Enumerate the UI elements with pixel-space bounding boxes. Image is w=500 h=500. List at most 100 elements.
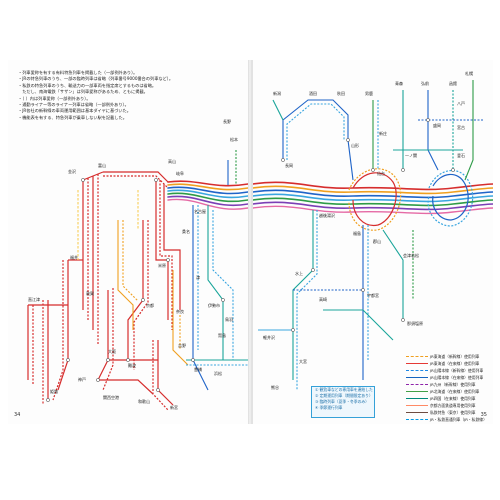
- legend-label: JR東海道（在来線）使用列車: [430, 360, 480, 366]
- station-label: 新潟: [273, 91, 281, 96]
- station-dots-right: [281, 118, 455, 332]
- south-teal-1: [382, 229, 404, 320]
- tohoku-lines: [272, 80, 483, 181]
- station-dot: [401, 318, 405, 322]
- tohoku-blue-3: [427, 90, 439, 171]
- station-label: 高崎: [319, 297, 327, 302]
- red-line-11: [127, 220, 144, 360]
- trunk-line-blue: [167, 186, 248, 195]
- station-label: 鳥羽: [225, 317, 233, 322]
- station-dot: [106, 358, 110, 362]
- station-label: 熊谷: [271, 385, 279, 390]
- legend-label: JR四国（在来線）使用列車: [430, 395, 476, 401]
- trunk-line-lightblue: [167, 189, 248, 199]
- station-dot: [371, 168, 375, 172]
- station-label: 福井: [70, 255, 78, 260]
- station-label: 富山: [98, 163, 106, 168]
- south-lightblue-2: [296, 210, 318, 390]
- red-line-18: [157, 340, 174, 406]
- trunk-lines-right: [253, 181, 493, 215]
- tohoku-green-2: [464, 80, 474, 181]
- station-dots-left: [46, 178, 225, 402]
- station-label: 敦賀: [86, 291, 94, 296]
- south-teal-2: [292, 210, 314, 380]
- legend-label: JR・2050年春～運行予定（JR東海新線）: [419, 424, 489, 425]
- station-dot: [291, 328, 295, 332]
- info-box: ① 観覧車などの専用車を連結した ② 定期運用列車（期間限定あり） ③ 臨時列車…: [311, 386, 375, 418]
- tohoku-teal-1: [272, 99, 284, 121]
- tohoku-blue-1: [282, 99, 349, 160]
- legend-row: JR東海道（新幹線）使用列車: [406, 353, 489, 360]
- station-label: 難波: [128, 363, 136, 368]
- station-dot: [346, 138, 350, 142]
- station-dot: [311, 268, 315, 272]
- tohoku-lightblue-1: [286, 103, 345, 160]
- station-label: 新庄: [379, 131, 387, 136]
- station-dot: [96, 378, 100, 382]
- orange-line-2: [122, 220, 139, 302]
- station-label: 金沢: [68, 169, 76, 174]
- trunk-line-red: [253, 181, 493, 191]
- station-label: 米原: [158, 263, 166, 268]
- legend-swatch: [406, 377, 428, 378]
- legend-swatch: [406, 363, 428, 364]
- legend-swatch: [406, 391, 428, 392]
- note-line: ・列車愛称を有する有料特急列車を掲載した（一部例外あり）。: [18, 70, 138, 75]
- red-line-16: [52, 260, 64, 401]
- page-number-right: 35: [480, 412, 487, 418]
- teal-line-1: [207, 205, 224, 360]
- note-line: ・私鉄の特急列車のうち、輸送力の一部車両を指定席とするものは省略。: [18, 82, 157, 88]
- station-label: 秋田: [337, 91, 345, 96]
- station-label: 一ノ関: [405, 153, 417, 158]
- legend-swatch: [406, 419, 428, 420]
- legend-swatch: [406, 412, 428, 413]
- loop-blue: [432, 173, 469, 221]
- station-dot: [81, 178, 85, 182]
- station-label: 桑名: [182, 229, 190, 234]
- loop-red: [352, 172, 397, 227]
- station-label: 長野: [223, 119, 231, 124]
- blue-line-1: [192, 205, 209, 391]
- station-dot: [156, 388, 160, 392]
- legend-row: JR東海道（在来線）使用列車: [406, 360, 489, 367]
- red-line-6: [103, 175, 169, 189]
- legend-row: JR・私鉄直通列車（JR・私鉄線）: [406, 416, 489, 423]
- station-label: 賢島: [218, 333, 226, 338]
- legend-row: JR山陽本線（新幹線）使用列車: [406, 367, 489, 374]
- station-label: 八戸: [457, 101, 465, 106]
- trunk-line-pink: [167, 198, 248, 210]
- station-dot: [451, 168, 455, 172]
- station-label: 直江津: [28, 297, 40, 302]
- station-label: 浜松: [214, 371, 222, 376]
- station-label: 男鹿: [365, 91, 373, 96]
- red-line-14: [102, 288, 114, 391]
- station-dot: [126, 358, 130, 362]
- station-dot: [401, 168, 405, 172]
- station-label: 岐阜: [176, 171, 184, 176]
- legend-label: JR山陽本線（在来線）使用列車: [430, 374, 484, 380]
- station-dot: [66, 358, 70, 362]
- station-label: 水上: [295, 271, 303, 276]
- legend-row: 私鉄特急（東京）使用列車: [406, 409, 489, 416]
- station-label: 宇都宮: [367, 293, 379, 298]
- book-spread: ・列車愛称を有する有料特急列車を掲載した（一部例外あり）。 ・JRの特急列車のう…: [8, 60, 493, 424]
- right-page: 新潟 酒田 秋田 男鹿 青森 弘前 函館 札幌 八戸 盛岡 宮古 釜石 一ノ関 …: [252, 60, 493, 424]
- left-map-svg: [27, 150, 248, 411]
- legend-swatch: [406, 405, 428, 406]
- station-dot: [281, 158, 285, 162]
- station-label: 郡山: [373, 239, 381, 244]
- station-label: 弘前: [421, 81, 429, 86]
- tohoku-blue-2: [347, 139, 354, 181]
- station-label: 札幌: [465, 71, 473, 76]
- station-label: 大阪: [108, 349, 116, 354]
- station-dot: [191, 358, 195, 362]
- station-dot: [426, 118, 430, 122]
- station-label: 伊勢市: [208, 303, 220, 308]
- legend-swatch: [406, 384, 428, 385]
- red-line-12: [133, 220, 149, 370]
- red-line-21: [98, 379, 154, 395]
- red-line-7: [82, 171, 104, 181]
- station-label: 大宮: [299, 359, 307, 364]
- note-line: ・JR各社の新幹線の車両運用範囲は基本ダイヤに基づいた。: [18, 108, 131, 114]
- legend-label: 京都方面鉄道専用使用列車: [430, 402, 476, 408]
